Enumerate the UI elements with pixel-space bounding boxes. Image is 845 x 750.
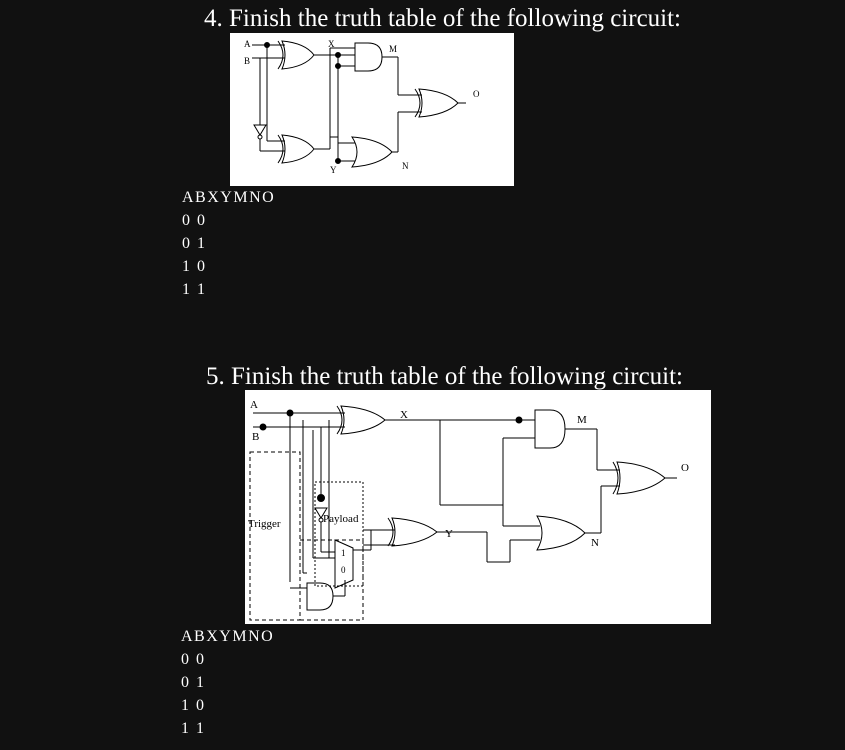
truth-table-row: 0 0	[182, 212, 207, 229]
truth-table-header: ABXYMNO	[182, 189, 276, 206]
not-gate	[253, 124, 267, 136]
label-b: B	[252, 431, 259, 443]
xor-gate-o	[616, 461, 666, 495]
question-4-title: 4. Finish the truth table of the followi…	[204, 5, 682, 32]
not-gate	[314, 507, 328, 519]
question-5-title: 5. Finish the truth table of the followi…	[206, 363, 684, 390]
xor-gate-x	[340, 405, 386, 435]
truth-table-row: 1 0	[181, 697, 206, 714]
label-payload: Payload	[323, 513, 359, 525]
and-gate-m	[354, 42, 383, 72]
label-o: O	[681, 462, 689, 474]
label-mux-zero: 0	[341, 565, 346, 575]
truth-table-row: 1 0	[182, 258, 207, 275]
circuit-diagram-5: Trigger Payload 1 0	[245, 390, 711, 624]
xor-gate-y-back	[277, 134, 284, 164]
circuit-4-svg: A B X Y M N O	[244, 39, 480, 175]
label-x: X	[400, 409, 408, 421]
truth-table-row: 1 1	[182, 281, 207, 298]
truth-table-row: 0 0	[181, 651, 206, 668]
and-gate-m	[534, 409, 566, 449]
trigger-box	[249, 451, 301, 621]
xor-gate-y-back	[387, 517, 394, 547]
truth-table-header: ABXYMNO	[181, 628, 275, 645]
and-gate-trigger	[306, 582, 334, 611]
label-b: B	[244, 56, 250, 66]
truth-table-row: 0 1	[182, 235, 207, 252]
or-gate-n	[536, 515, 586, 551]
or-gate-n	[351, 136, 393, 168]
xor-gate-o	[418, 88, 459, 118]
label-n: N	[402, 161, 409, 171]
label-m: M	[389, 44, 397, 54]
label-m: M	[577, 414, 587, 426]
xor-gate-o-back	[612, 461, 619, 495]
circuit-5-svg: Trigger Payload 1 0	[248, 399, 689, 621]
xor-gate-y	[391, 517, 438, 547]
circuit-diagram-4: A B X Y M N O	[230, 33, 514, 186]
label-n: N	[591, 537, 599, 549]
label-o: O	[473, 89, 480, 99]
label-trigger: Trigger	[248, 518, 281, 530]
truth-table-5: ABXYMNO 0 0 0 1 1 0 1 1	[181, 625, 274, 740]
label-y: Y	[330, 165, 337, 175]
mux	[334, 539, 354, 589]
truth-table-4: ABXYMNO 0 0 0 1 1 0 1 1	[182, 186, 275, 301]
label-mux-one: 1	[341, 548, 346, 558]
xor-gate-x-back	[336, 405, 343, 435]
xor-gate-y	[281, 134, 315, 164]
label-x: X	[328, 39, 335, 49]
label-a: A	[250, 399, 258, 411]
truth-table-row: 0 1	[181, 674, 206, 691]
label-a: A	[244, 39, 251, 49]
xor-gate-x	[281, 40, 315, 70]
xor-gate-o-back	[414, 88, 421, 118]
xor-gate-x-back	[277, 40, 284, 70]
label-y: Y	[445, 528, 453, 540]
truth-table-row: 1 1	[181, 720, 206, 737]
